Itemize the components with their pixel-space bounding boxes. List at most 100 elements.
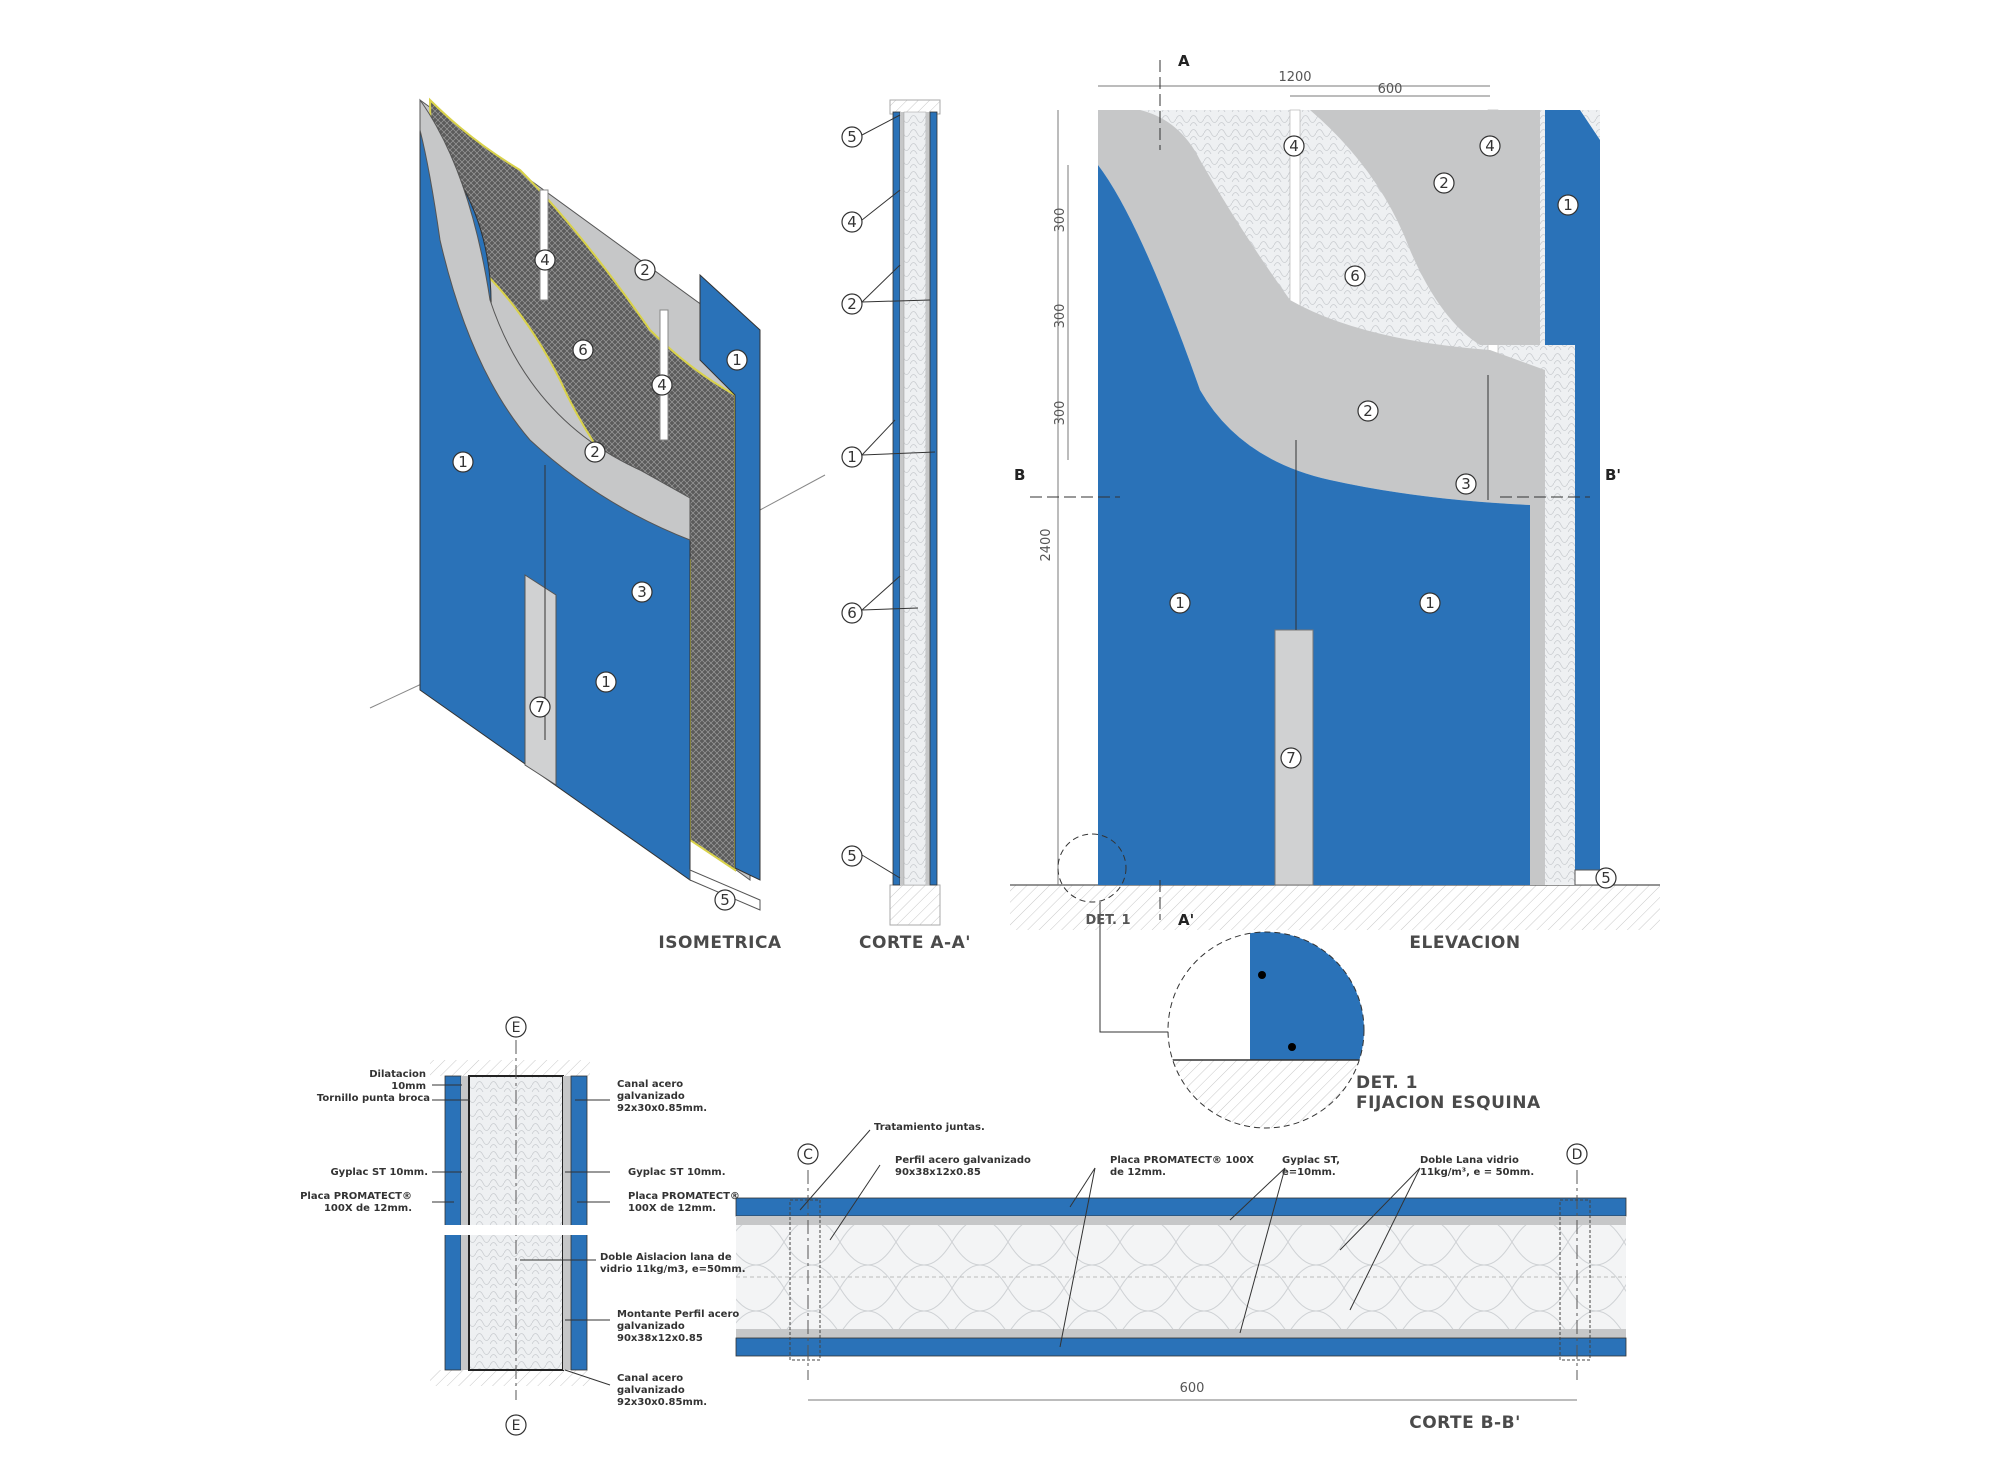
svg-text:3: 3 xyxy=(637,583,647,601)
detail-tag: DET. 1 xyxy=(1085,913,1130,928)
iso-callout-4b: 4 xyxy=(651,374,673,396)
svg-text:Tornillo punta broca: Tornillo punta broca xyxy=(317,1093,430,1104)
svg-text:7: 7 xyxy=(1286,749,1296,767)
svg-text:Canal acero: Canal acero xyxy=(617,1373,683,1384)
svg-text:Tratamiento juntas.: Tratamiento juntas. xyxy=(874,1122,985,1133)
bb-gyplac-top xyxy=(736,1216,1626,1225)
bb-board-top xyxy=(735,1197,1627,1217)
svg-text:E: E xyxy=(512,1020,521,1036)
cut-mark-b-right: B' xyxy=(1605,466,1621,484)
title-section-bb: CORTE B-B' xyxy=(1409,1413,1521,1433)
svg-text:Doble Lana vidrio: Doble Lana vidrio xyxy=(1420,1155,1519,1166)
e-board-left xyxy=(444,1075,462,1371)
svg-text:4: 4 xyxy=(847,213,857,231)
detail-circle xyxy=(1167,931,1365,1129)
iso-callout-6: 6 xyxy=(572,339,594,361)
svg-text:Gyplac ST 10mm.: Gyplac ST 10mm. xyxy=(330,1167,428,1178)
svg-text:2: 2 xyxy=(640,261,650,279)
bb-leaders xyxy=(799,1129,1421,1348)
bb-notes: Tratamiento juntas. Perfil acero galvani… xyxy=(874,1122,1534,1178)
grid-mark-d: D xyxy=(1566,1143,1588,1165)
grid-mark-e-bottom: E xyxy=(505,1414,527,1436)
elev-callout-6: 6 xyxy=(1344,265,1366,287)
iso-callout-3: 3 xyxy=(631,581,653,603)
svg-text:Placa PROMATECT®: Placa PROMATECT® xyxy=(300,1191,412,1202)
detail-screw-2 xyxy=(1288,1043,1296,1051)
e-leaders xyxy=(432,1084,611,1386)
svg-text:90x38x12x0.85: 90x38x12x0.85 xyxy=(895,1167,981,1178)
elevation-view xyxy=(1010,60,1660,930)
iso-callout-2a: 2 xyxy=(634,259,656,281)
aa-callout-6: 6 xyxy=(841,602,863,624)
svg-text:E: E xyxy=(512,1418,521,1434)
detail-board xyxy=(1250,932,1364,1060)
svg-text:Gyplac ST,: Gyplac ST, xyxy=(1282,1155,1340,1166)
detail-title-1: DET. 1 xyxy=(1356,1073,1418,1093)
svg-text:7: 7 xyxy=(535,698,545,716)
e-board-right xyxy=(570,1075,588,1371)
svg-text:100X de 12mm.: 100X de 12mm. xyxy=(628,1203,716,1214)
detail-title-2: FIJACION ESQUINA xyxy=(1356,1093,1541,1113)
aa-gyplac-right xyxy=(926,112,930,885)
iso-callout-2b: 2 xyxy=(584,441,606,463)
aa-callout-1: 1 xyxy=(841,446,863,468)
svg-text:1: 1 xyxy=(458,453,468,471)
elev-promatect-board xyxy=(1098,165,1530,885)
grid-mark-e-top: E xyxy=(505,1016,527,1038)
elev-detail-circle xyxy=(1057,833,1127,903)
svg-text:Gyplac ST 10mm.: Gyplac ST 10mm. xyxy=(628,1167,726,1178)
elev-blue-edge xyxy=(1545,110,1600,870)
iso-gyplac-curve xyxy=(419,98,691,541)
elev-gyplac-curve xyxy=(1098,110,1545,885)
svg-text:D: D xyxy=(1572,1147,1583,1163)
cut-mark-a-top: A xyxy=(1178,52,1190,70)
svg-text:4: 4 xyxy=(1485,137,1495,155)
iso-blue-edge xyxy=(699,273,761,881)
aa-board-right xyxy=(929,111,938,886)
isometric-view xyxy=(369,97,826,911)
bb-stud-c xyxy=(789,1199,821,1361)
bb-board-bottom xyxy=(735,1337,1627,1357)
aa-gyplac-left xyxy=(900,112,904,885)
svg-text:4: 4 xyxy=(1289,137,1299,155)
e-gyplac-right xyxy=(563,1076,571,1370)
svg-text:6: 6 xyxy=(1350,267,1360,285)
elev-callout-1b: 1 xyxy=(1169,592,1191,614)
svg-text:de 12mm.: de 12mm. xyxy=(1110,1167,1166,1178)
svg-text:5: 5 xyxy=(847,128,857,146)
svg-text:90x38x12x0.85: 90x38x12x0.85 xyxy=(617,1333,703,1344)
e-bottom-slab xyxy=(430,1370,590,1386)
title-elevation: ELEVACION xyxy=(1409,933,1520,953)
svg-text:Montante Perfil acero: Montante Perfil acero xyxy=(617,1309,739,1320)
elev-callout-2a: 2 xyxy=(1433,172,1455,194)
iso-callout-7: 7 xyxy=(529,696,551,718)
aa-leaders xyxy=(861,114,936,879)
iso-callout-1b: 1 xyxy=(452,451,474,473)
svg-text:C: C xyxy=(803,1147,813,1163)
elev-callout-5: 5 xyxy=(1595,867,1617,889)
grid-mark-c: C xyxy=(797,1143,819,1165)
title-isometric: ISOMETRICA xyxy=(658,933,782,953)
svg-text:1: 1 xyxy=(847,448,857,466)
detail-1-view xyxy=(1099,902,1365,1129)
svg-text:100X de 12mm.: 100X de 12mm. xyxy=(324,1203,412,1214)
svg-text:galvanizado: galvanizado xyxy=(617,1385,685,1396)
cut-mark-b-left: B xyxy=(1014,466,1025,484)
iso-callout-5: 5 xyxy=(714,889,736,911)
elev-gyplac-top xyxy=(1310,110,1540,345)
svg-text:3: 3 xyxy=(1461,475,1471,493)
svg-text:2: 2 xyxy=(1439,174,1449,192)
bb-stud-d xyxy=(1559,1199,1591,1361)
svg-text:1: 1 xyxy=(1175,594,1185,612)
iso-callout-1a: 1 xyxy=(726,349,748,371)
iso-ground-line-right xyxy=(759,474,826,511)
svg-text:Dilatacion: Dilatacion xyxy=(369,1069,426,1080)
e-break-band xyxy=(430,1225,590,1235)
svg-text:1: 1 xyxy=(1425,594,1435,612)
svg-text:e=10mm.: e=10mm. xyxy=(1282,1167,1336,1178)
elev-floor xyxy=(1010,885,1660,930)
elev-callout-3: 3 xyxy=(1455,473,1477,495)
dim-300-a: 300 xyxy=(1053,208,1068,233)
svg-text:galvanizado: galvanizado xyxy=(617,1321,685,1332)
